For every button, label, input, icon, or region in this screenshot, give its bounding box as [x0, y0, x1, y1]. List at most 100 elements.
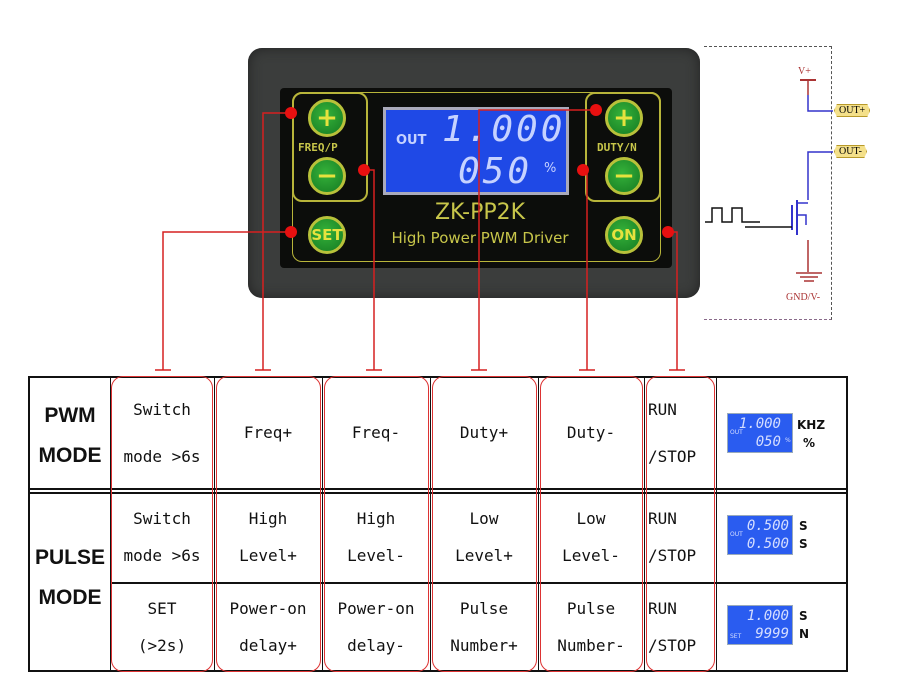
pulse-unit-2: S	[799, 537, 808, 551]
lcd-line1: 1.000	[442, 109, 566, 150]
cell-text: delay+	[239, 635, 297, 655]
pwm-unit-2: %	[803, 436, 816, 450]
schematic-lines	[705, 79, 833, 282]
lcd-line2: 050	[458, 151, 533, 192]
table-cell: Duty-	[538, 378, 644, 488]
mini-line2: 0.500	[746, 536, 789, 552]
cell-text: Pulse	[459, 598, 509, 618]
mini-percent: %	[785, 437, 791, 444]
out-minus-tag: OUT-	[834, 145, 867, 158]
pulse-unit-1: S	[799, 519, 808, 533]
cell-text: Level-	[347, 545, 405, 565]
cell-text: Switch	[133, 399, 191, 419]
cell-text: /STOP	[648, 446, 697, 466]
callout-dot-set	[285, 226, 297, 238]
cell-text: High	[356, 508, 396, 528]
duty-label: DUTY/N	[597, 141, 637, 154]
cell-text: Level-	[562, 545, 620, 565]
freq-frame	[292, 92, 368, 202]
mini-line2: 050	[755, 434, 781, 450]
lcd-display: OUT 1.000 050 %	[383, 107, 569, 195]
table-cell: Switch mode >6s	[110, 492, 214, 582]
out-plus-tag: OUT+	[834, 104, 871, 117]
cell-text: Freq-	[351, 423, 401, 442]
circuit-schematic	[704, 46, 832, 320]
freq-minus-button[interactable]: −	[308, 157, 346, 195]
cell-text: mode >6s	[123, 545, 201, 565]
cell-text: Number-	[557, 635, 625, 655]
callout-dot-duty-plus	[590, 104, 602, 116]
duty-plus-button[interactable]: +	[605, 99, 643, 137]
cell-text: Low	[576, 508, 606, 528]
table-cell: Switch mode >6s	[110, 378, 214, 488]
pwm-unit-1: KHZ	[797, 418, 826, 432]
freq-label: FREQ/P	[298, 141, 338, 154]
cell-text: Duty+	[459, 423, 509, 442]
mini-indicator: OUT	[730, 429, 743, 436]
pulse-set-lcd-preview: SET 1.000 9999	[727, 605, 793, 645]
callout-dot-freq-plus	[285, 107, 297, 119]
mini-line1: 1.000	[746, 608, 789, 624]
set-unit-2: N	[799, 627, 810, 641]
callout-dot-on	[662, 226, 674, 238]
mini-line2: 9999	[755, 626, 789, 642]
table-cell: Freq-	[322, 378, 430, 488]
cell-text: mode >6s	[123, 446, 201, 466]
mini-indicator: OUT	[730, 531, 743, 538]
cell-text: RUN	[648, 399, 677, 419]
cell-text: Duty-	[566, 423, 616, 442]
on-button[interactable]: ON	[605, 216, 643, 254]
cell-text: /STOP	[648, 545, 697, 565]
cell-text: Switch	[133, 508, 191, 528]
table-cell: SET (>2s)	[110, 582, 214, 672]
cell-text: RUN	[648, 598, 677, 618]
cell-text: /STOP	[648, 635, 697, 655]
table-cell: Freq+	[214, 378, 322, 488]
cell-text: Number+	[450, 635, 518, 655]
cell-text: Low	[469, 508, 499, 528]
cell-text: (>2s)	[137, 635, 187, 655]
mini-line1: 0.500	[746, 518, 789, 534]
freq-plus-button[interactable]: +	[308, 99, 346, 137]
table-cell: RUN/STOP	[644, 378, 716, 488]
model-name: ZK-PP2K	[434, 200, 526, 225]
pulse-lcd-preview: OUT 0.500 0.500	[727, 515, 793, 555]
set-unit-1: S	[799, 609, 808, 623]
table-cell: Power-on delay-	[322, 582, 430, 672]
cell-text: High	[248, 508, 288, 528]
cell-text: Power-on	[229, 598, 307, 618]
gnd-label: GND/V-	[786, 292, 821, 303]
callout-dot-duty-minus	[577, 164, 589, 176]
cell-text: Freq+	[243, 423, 293, 442]
cell-text: Pulse	[566, 598, 616, 618]
mini-indicator: SET	[730, 633, 742, 640]
cell-text: SET	[147, 598, 177, 618]
cell-text: Level+	[455, 545, 513, 565]
pwm-lcd-preview: OUT 1.000 050 %	[727, 413, 793, 453]
table-cell: RUN/STOP	[644, 492, 716, 582]
lcd-percent: %	[544, 161, 557, 176]
table-cell: RUN/STOP	[644, 582, 716, 672]
cell-text: delay-	[347, 635, 405, 655]
model-subtitle: High Power PWM Driver	[391, 229, 569, 247]
panel-frame	[292, 92, 661, 262]
mini-line1: 1.000	[738, 416, 781, 432]
set-button[interactable]: SET	[308, 216, 346, 254]
vplus-label: V+	[798, 66, 811, 77]
table-cell: Duty+	[430, 378, 538, 488]
cell-text: RUN	[648, 508, 677, 528]
duty-minus-button[interactable]: −	[605, 157, 643, 195]
callout-lines	[155, 104, 685, 371]
lcd-out-indicator: OUT	[396, 133, 427, 148]
cell-text: Power-on	[337, 598, 415, 618]
cell-text: Level+	[239, 545, 297, 565]
